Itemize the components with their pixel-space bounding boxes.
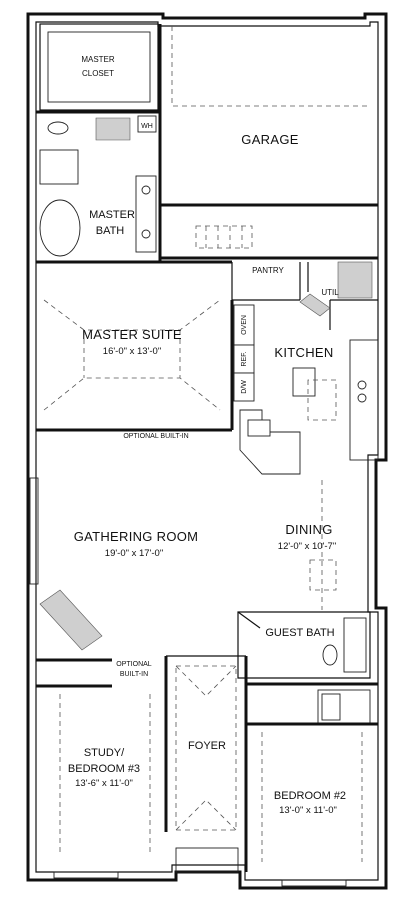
label-optional-builtin-left-2: BUILT-IN	[120, 671, 148, 678]
dims-study: 13'-6" x 11'-0"	[75, 778, 133, 789]
label-study-2: BEDROOM #3	[68, 763, 140, 775]
label-util: UTIL	[321, 288, 339, 297]
label-wh: WH	[141, 123, 153, 130]
label-master-bath-2: BATH	[96, 225, 125, 237]
label-foyer: FOYER	[188, 740, 226, 752]
label-master-closet-1: MASTER	[81, 55, 115, 64]
label-master-closet-2: CLOSET	[82, 69, 114, 78]
label-bedroom2: BEDROOM #2	[274, 790, 346, 802]
interior-walls	[29, 23, 379, 887]
label-pantry: PANTRY	[252, 266, 284, 275]
dims-dining: 12'-0" x 10'-7"	[278, 541, 336, 552]
label-master-suite: MASTER SUITE	[82, 327, 182, 342]
dims-bedroom2: 13'-0" x 11'-0"	[279, 805, 337, 816]
dims-gathering-room: 19'-0" x 17'-0"	[105, 548, 163, 559]
label-garage: GARAGE	[241, 132, 298, 147]
label-study-1: STUDY/	[84, 747, 125, 759]
label-ref: REF.	[241, 351, 248, 366]
label-dw: D/W	[241, 380, 248, 394]
label-guest-bath: GUEST BATH	[265, 627, 334, 639]
label-kitchen: KITCHEN	[274, 345, 333, 360]
dims-master-suite: 16'-0" x 13'-0"	[103, 346, 161, 357]
label-oven: OVEN	[241, 315, 248, 335]
label-dining: DINING	[285, 522, 332, 537]
exterior-walls	[26, 12, 388, 890]
label-optional-builtin-left-1: OPTIONAL	[116, 661, 152, 668]
label-optional-builtin-top: OPTIONAL BUILT-IN	[123, 433, 188, 440]
label-gathering-room: GATHERING ROOM	[74, 529, 199, 544]
label-master-bath-1: MASTER	[89, 209, 135, 221]
